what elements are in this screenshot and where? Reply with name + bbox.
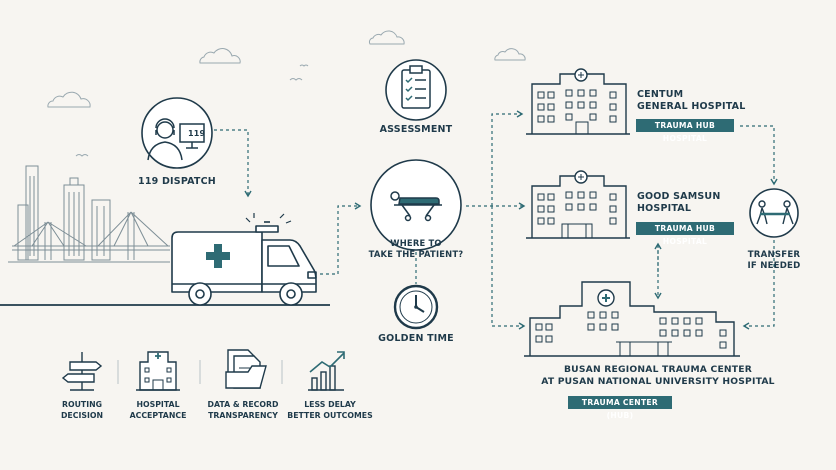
feature-data-line-2: TRANSPARENCY (208, 411, 278, 420)
transfer-carry-icon (749, 188, 799, 238)
transfer-line-1: TRANSFER (747, 250, 801, 260)
ambulance-icon (171, 213, 317, 306)
feature-delay-line-2: BETTER OUTCOMES (287, 411, 373, 420)
busan-line-2: AT PUSAN NATIONAL UNIVERSITY HOSPITAL (541, 376, 775, 387)
cloud-icon (47, 30, 526, 108)
dispatch-label: 119 DISPATCH (138, 176, 216, 187)
dispatcher-icon (141, 97, 213, 169)
transfer-label: TRANSFER IF NEEDED (736, 250, 812, 272)
decision-line-2: TAKE THE PATIENT? (368, 249, 464, 259)
busan-badge: TRAUMA CENTER (HUB) (568, 396, 672, 420)
stretcher-icon (370, 159, 462, 251)
good-samsun-line-1: GOOD SAMSUN (637, 191, 721, 202)
feature-hospital-acceptance: HOSPITAL ACCEPTANCE (120, 399, 196, 421)
good-samsun-hospital-name: GOOD SAMSUN HOSPITAL (637, 191, 757, 215)
feature-dividers (117, 360, 283, 384)
centum-line-1: CENTUM (637, 89, 684, 100)
feature-data-transparency: DATA & RECORD TRANSPARENCY (200, 399, 286, 421)
centum-hospital-name: CENTUM GENERAL HOSPITAL (637, 89, 757, 113)
busan-line-1: BUSAN REGIONAL TRAUMA CENTER (563, 364, 753, 375)
documents-icon (225, 349, 267, 389)
feature-delay-line-1: LESS DELAY (304, 400, 356, 409)
growth-chart-icon (308, 351, 345, 391)
hospital-building-icon (524, 68, 740, 357)
feature-less-delay: LESS DELAY BETTER OUTCOMES (284, 399, 376, 421)
feature-acceptance-line-1: HOSPITAL (136, 400, 180, 409)
dispatch-screen-number: 119 (188, 129, 206, 138)
decision-line-1: WHERE TO (390, 238, 442, 248)
feature-data-line-1: DATA & RECORD (207, 400, 279, 409)
feature-routing-line-2: DECISION (60, 411, 104, 420)
golden-time-label: GOLDEN TIME (378, 333, 454, 344)
assessment-label: ASSESSMENT (379, 124, 453, 135)
signpost-icon (61, 352, 103, 391)
clipboard-icon (385, 59, 447, 121)
clock-icon (393, 284, 439, 330)
busan-trauma-center-name: BUSAN REGIONAL TRAUMA CENTER AT PUSAN NA… (512, 364, 804, 388)
centum-badge: TRAUMA HUB HOSPITAL (636, 119, 734, 143)
good-samsun-line-2: HOSPITAL (637, 203, 692, 214)
transfer-line-2: IF NEEDED (747, 261, 801, 271)
good-samsun-badge: TRAUMA HUB HOSPITAL (636, 222, 734, 246)
feature-routing-line-1: ROUTING (61, 400, 103, 409)
feature-routing-decision: ROUTING DECISION (44, 399, 120, 421)
bird-icon (75, 64, 309, 157)
city-skyline (8, 165, 170, 263)
decision-question: WHERE TO TAKE THE PATIENT? (362, 238, 470, 260)
hospital-icon (136, 351, 180, 391)
centum-line-2: GENERAL HOSPITAL (637, 101, 746, 112)
feature-acceptance-line-2: ACCEPTANCE (129, 411, 187, 420)
flow-arrows (214, 110, 778, 330)
